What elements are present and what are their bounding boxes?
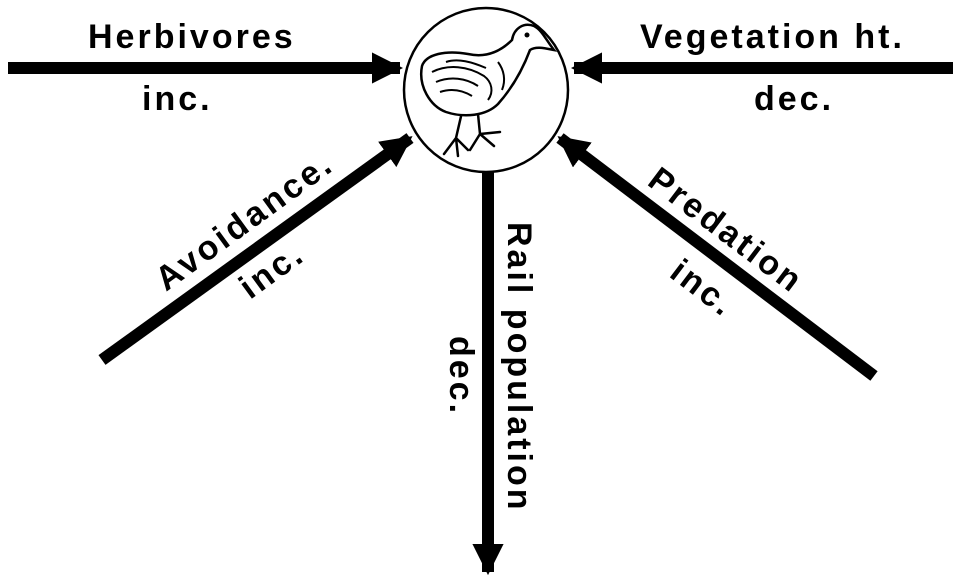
rail-bird-icon [404,8,568,172]
herbivores-effect: inc. [142,80,213,118]
predation-arrow-group: Predation inc. [560,138,874,376]
rail-population-arrow-group: Rail population dec. [442,172,538,572]
rail-population-effect: dec. [442,336,480,416]
predation-arrow [560,138,874,376]
avoidance-effect: inc. [232,234,311,306]
bird-eye [525,33,530,38]
vegetation-arrow-group: Vegetation ht. dec. [574,18,953,118]
avoidance-arrow-group: Avoidance. inc. [102,138,410,360]
herbivores-arrow-group: Herbivores inc. [8,18,400,118]
vegetation-effect: dec. [754,80,834,118]
rail-population-label: Rail population [500,222,538,513]
avoidance-arrow [102,138,410,360]
vegetation-label: Vegetation ht. [640,18,905,56]
herbivores-label: Herbivores [88,18,296,56]
